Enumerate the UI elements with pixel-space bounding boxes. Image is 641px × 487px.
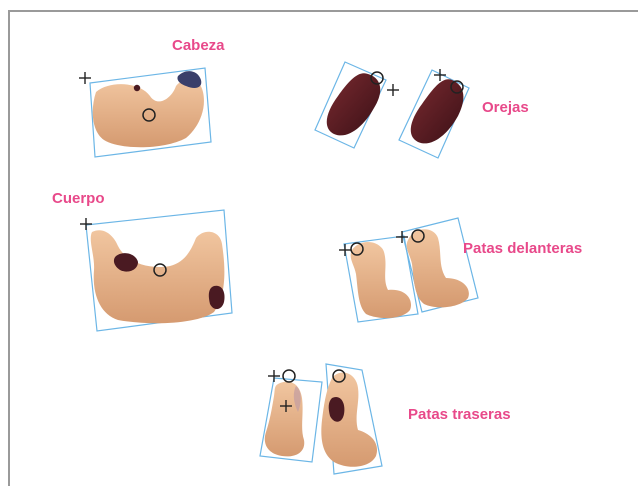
front-leg-right-origin-cross bbox=[396, 231, 408, 243]
ear-right-sprite bbox=[411, 79, 464, 143]
head-sprite bbox=[93, 79, 204, 147]
label-hind-legs: Patas traseras bbox=[408, 406, 511, 423]
hind-leg-right-sprite bbox=[321, 373, 377, 467]
body-origin-cross bbox=[80, 218, 92, 230]
ears-part[interactable] bbox=[315, 62, 469, 158]
label-body: Cuerpo bbox=[52, 190, 105, 207]
front-leg-left-origin-cross bbox=[339, 244, 351, 256]
hind-leg-left-pivot-marker bbox=[283, 370, 295, 382]
label-head: Cabeza bbox=[172, 37, 225, 54]
ear-right-origin-cross bbox=[434, 69, 446, 81]
hind-legs-part[interactable] bbox=[260, 364, 382, 474]
head-origin-cross bbox=[79, 72, 91, 84]
body-spot-right bbox=[209, 286, 225, 309]
body-sprite bbox=[91, 230, 225, 323]
label-front-legs: Patas delanteras bbox=[463, 240, 582, 257]
head-eye bbox=[134, 85, 140, 91]
body-part[interactable] bbox=[80, 210, 232, 331]
ear-left-origin-cross bbox=[387, 84, 399, 96]
hind-leg-left-origin-cross bbox=[268, 370, 280, 382]
label-ears: Orejas bbox=[482, 99, 529, 116]
front-leg-left-sprite bbox=[351, 242, 411, 318]
head-part[interactable] bbox=[79, 68, 211, 157]
front-legs-part[interactable] bbox=[339, 218, 478, 322]
